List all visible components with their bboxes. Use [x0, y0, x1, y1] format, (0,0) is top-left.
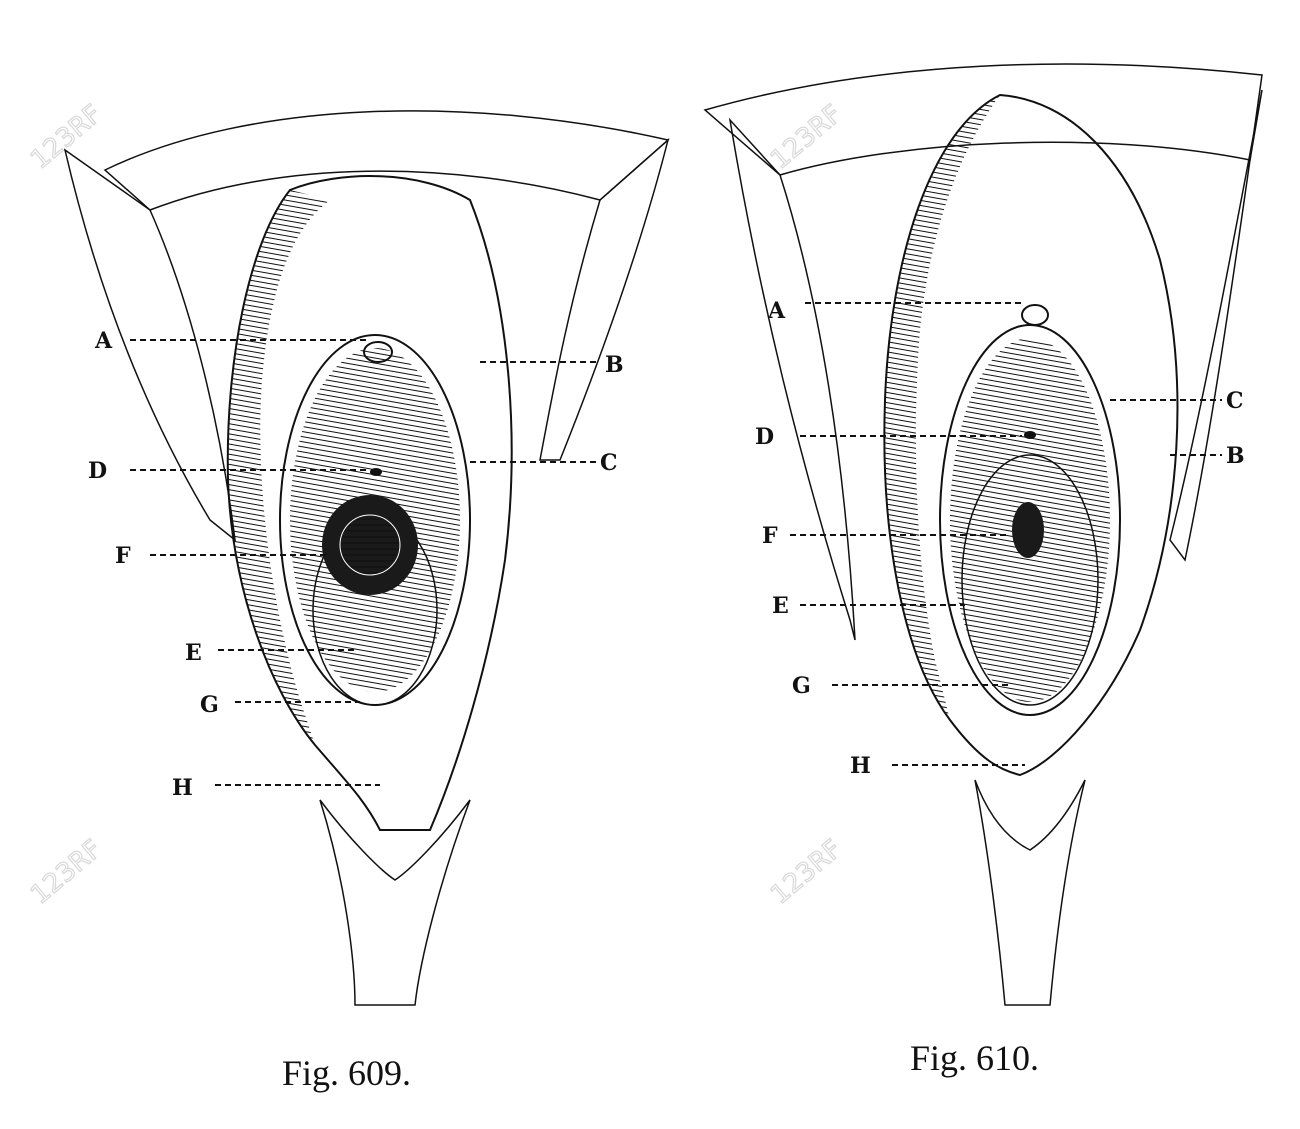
fig609-label-e: E — [185, 640, 202, 666]
fig609-label-d: D — [88, 458, 107, 484]
perineum — [974, 779, 1086, 1006]
outer-body-shading — [227, 190, 330, 745]
fig609-label-c: C — [600, 450, 618, 476]
fig610-label-g: G — [792, 673, 811, 699]
watermark: 123RF — [25, 99, 108, 175]
fig610-label-h: H — [850, 753, 871, 779]
fig610-label-b: B — [1226, 443, 1245, 469]
fig610-label-a: A — [767, 298, 786, 324]
vaginal-floor — [961, 454, 1099, 706]
figure-610: A C D B F E G H Fig. 610. — [703, 63, 1263, 1078]
fig610-label-e: E — [772, 593, 789, 619]
perineum — [319, 799, 471, 1006]
clitoris — [1021, 304, 1049, 326]
left-thigh — [63, 148, 236, 542]
watermark: 123RF — [25, 834, 108, 910]
fig609-label-h: H — [172, 775, 193, 801]
fig609-label-a: A — [94, 328, 113, 354]
abdomen-band — [703, 63, 1263, 176]
watermark: 123RF — [765, 99, 848, 175]
fig610-label-d: D — [755, 424, 774, 450]
urethral-meatus — [1024, 431, 1036, 439]
right-thigh — [1169, 89, 1263, 562]
left-thigh — [728, 117, 856, 641]
fig609-label-b: B — [605, 352, 624, 378]
abdomen-band — [103, 110, 670, 211]
fig609-label-g: G — [200, 692, 219, 718]
right-thigh — [539, 137, 670, 461]
orifice-ring — [339, 514, 401, 576]
outer-body-shading — [884, 95, 1000, 720]
watermark: 123RF — [765, 834, 848, 910]
fig610-caption: Fig. 610. — [910, 1038, 1039, 1078]
figure-609: A B C D F E G H Fig. 609. — [63, 110, 670, 1093]
urethral-meatus — [370, 468, 382, 476]
fig610-label-c: C — [1226, 388, 1244, 414]
fig609-label-f: F — [115, 543, 131, 569]
fig610-label-f: F — [762, 523, 778, 549]
orifice-dark — [1012, 502, 1044, 558]
clitoris — [363, 341, 393, 363]
fig609-caption: Fig. 609. — [282, 1053, 411, 1093]
